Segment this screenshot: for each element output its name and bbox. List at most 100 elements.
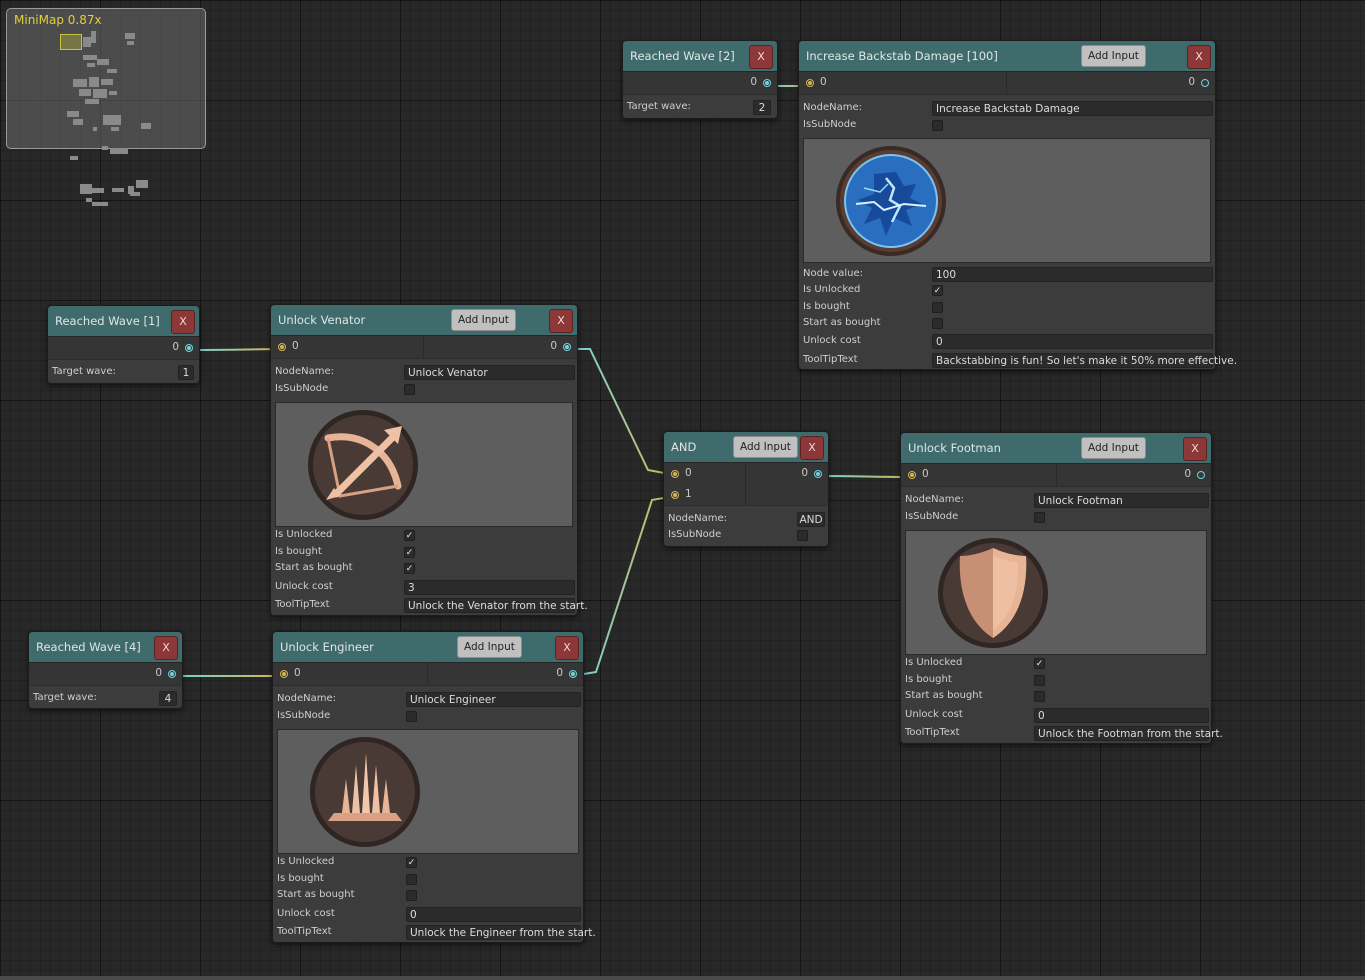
field-is-unlocked: Is Unlocked ✓ [271,527,577,544]
is-sub-node-checkbox[interactable] [932,120,943,131]
add-input-button[interactable]: Add Input [733,436,798,458]
node-name-input[interactable]: Unlock Venator [404,365,575,380]
node-name-input[interactable]: AND [797,512,825,527]
output-port-label: 0 [556,667,563,679]
port-divider [1056,464,1057,486]
start-as-bought-checkbox[interactable] [932,318,943,329]
unlock-cost-input[interactable]: 0 [1034,708,1209,723]
add-input-button[interactable]: Add Input [1081,437,1146,459]
output-port-icon[interactable] [185,344,193,352]
node-and[interactable]: AND Add Input X 0 1 0 NodeName: AND IsSu… [663,431,829,547]
output-port-icon[interactable] [814,470,822,478]
node-header[interactable]: Unlock Venator Add Input X [271,305,577,336]
node-unlock-engineer[interactable]: Unlock Engineer Add Input X 0 0 NodeName… [272,631,596,943]
is-sub-node-checkbox[interactable] [406,711,417,722]
minimap-block [89,77,99,87]
node-header[interactable]: Reached Wave [4] X [29,632,182,663]
node-header[interactable]: Unlock Engineer Add Input X [273,632,583,663]
minimap-block [87,63,95,67]
output-port-icon[interactable] [168,670,176,678]
input-port-icon[interactable] [278,343,286,351]
node-name-input[interactable]: Unlock Engineer [406,692,581,707]
node-value-input[interactable]: 100 [932,267,1213,282]
minimap-block [107,69,117,73]
start-as-bought-checkbox[interactable]: ✓ [404,563,415,574]
output-port-icon[interactable] [563,343,571,351]
port-row: 0 0 [273,663,583,686]
minimap-block [103,115,121,125]
output-port-icon[interactable] [1201,79,1209,87]
input-port-icon[interactable] [280,670,288,678]
field-is-bought: Is bought [901,672,1211,689]
close-button[interactable]: X [549,309,573,333]
target-wave-input[interactable]: 1 [178,365,194,380]
node-header[interactable]: Reached Wave [2] X [623,41,777,72]
close-button[interactable]: X [1183,437,1207,461]
output-port-icon[interactable] [1197,471,1205,479]
close-button[interactable]: X [800,436,824,460]
start-as-bought-checkbox[interactable] [1034,691,1045,702]
tooltip-text-label: ToolTipText [275,599,330,610]
start-as-bought-label: Start as bought [803,317,881,328]
is-bought-checkbox[interactable] [1034,675,1045,686]
output-port-icon[interactable] [763,79,771,87]
unlock-cost-input[interactable]: 3 [404,580,575,595]
tooltip-text-label: ToolTipText [905,727,960,738]
output-port-label: 0 [801,467,808,479]
unlock-cost-input[interactable]: 0 [406,907,581,922]
close-button[interactable]: X [749,45,773,69]
node-header[interactable]: Unlock Footman Add Input X [901,433,1211,464]
is-sub-node-checkbox[interactable] [797,530,808,541]
node-header[interactable]: Reached Wave [1] X [48,306,199,337]
target-wave-input[interactable]: 4 [159,691,177,706]
tooltip-text-input[interactable]: Unlock the Footman from the start. [1034,726,1223,741]
node-increase-backstab-damage[interactable]: Increase Backstab Damage [100] Add Input… [798,40,1237,370]
is-sub-node-checkbox[interactable] [404,384,415,395]
minimap[interactable]: MiniMap 0.87x [6,8,206,149]
input-port-icon[interactable] [806,79,814,87]
is-unlocked-checkbox[interactable]: ✓ [1034,658,1045,669]
input-port-icon[interactable] [671,491,679,499]
field-is-unlocked: Is Unlocked ✓ [799,282,1215,299]
minimap-block [91,31,96,43]
target-wave-input[interactable]: 2 [753,100,771,115]
is-bought-checkbox[interactable]: ✓ [404,547,415,558]
is-bought-checkbox[interactable] [932,302,943,313]
is-unlocked-checkbox[interactable]: ✓ [404,530,415,541]
close-button[interactable]: X [1187,45,1211,69]
port-divider [745,463,746,505]
is-bought-checkbox[interactable] [406,874,417,885]
minimap-block [80,184,92,194]
node-name-input[interactable]: Unlock Footman [1034,493,1209,508]
node-unlock-footman[interactable]: Unlock Footman Add Input X 0 0 NodeName:… [900,432,1223,744]
output-port-icon[interactable] [569,670,577,678]
node-reached-wave-4[interactable]: Reached Wave [4] X 0 Target wave: 4 [28,631,183,709]
tooltip-text-input[interactable]: Unlock the Venator from the start. [404,598,588,613]
field-node-name: NodeName: Unlock Venator [271,364,577,381]
add-input-button[interactable]: Add Input [451,309,516,331]
unlock-cost-input[interactable]: 0 [932,334,1213,349]
close-button[interactable]: X [555,636,579,660]
is-unlocked-checkbox[interactable]: ✓ [932,285,943,296]
tooltip-text-input[interactable]: Unlock the Engineer from the start. [406,925,596,940]
output-port-label: 0 [1184,468,1191,480]
start-as-bought-checkbox[interactable] [406,890,417,901]
add-input-button[interactable]: Add Input [1081,45,1146,67]
is-sub-node-label: IsSubNode [905,511,959,522]
node-name-label: NodeName: [275,366,334,377]
node-header[interactable]: AND Add Input X [664,432,828,463]
node-header[interactable]: Increase Backstab Damage [100] Add Input… [799,41,1215,72]
node-reached-wave-2[interactable]: Reached Wave [2] X 0 Target wave: 2 [622,40,778,119]
node-name-input[interactable]: Increase Backstab Damage [932,101,1213,116]
tooltip-text-input[interactable]: Backstabbing is fun! So let's make it 50… [932,353,1237,368]
input-port-icon[interactable] [908,471,916,479]
node-unlock-venator[interactable]: Unlock Venator Add Input X 0 0 NodeName:… [270,304,588,616]
input-port-icon[interactable] [671,470,679,478]
node-reached-wave-1[interactable]: Reached Wave [1] X 0 Target wave: 1 [47,305,200,384]
is-sub-node-checkbox[interactable] [1034,512,1045,523]
close-button[interactable]: X [171,310,195,334]
field-start-as-bought: Start as bought [273,887,583,904]
is-unlocked-checkbox[interactable]: ✓ [406,857,417,868]
add-input-button[interactable]: Add Input [457,636,522,658]
close-button[interactable]: X [154,636,178,660]
